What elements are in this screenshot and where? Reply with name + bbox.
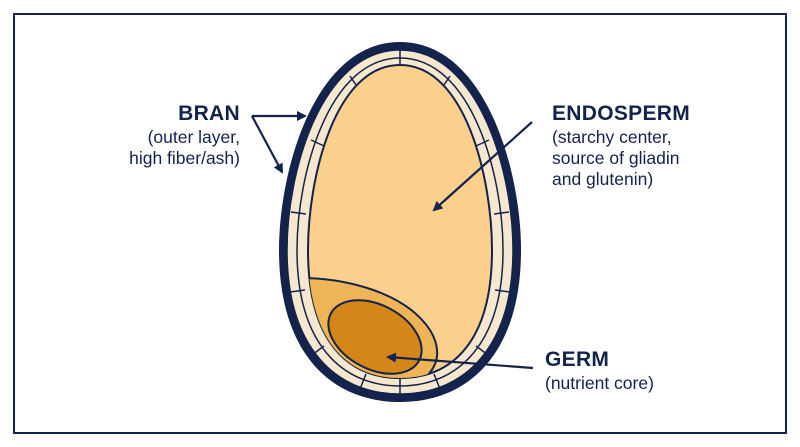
endosperm-desc-line-3: and glutenin) xyxy=(552,169,654,190)
endosperm-desc-line-1: (starchy center, xyxy=(552,126,672,147)
endosperm-arrow xyxy=(432,121,533,212)
bran-desc-line-2: high fiber/ash) xyxy=(129,147,240,168)
germ-label: GERM (nutrient core) xyxy=(545,347,745,394)
bran-arrow-lower xyxy=(251,115,283,174)
bran-label: BRAN (outer layer, high fiber/ash) xyxy=(60,101,240,169)
germ-arrow xyxy=(386,352,534,370)
endosperm-desc-line-2: source of gliadin xyxy=(552,147,680,168)
germ-desc-line-1: (nutrient core) xyxy=(545,372,654,393)
germ-title: GERM xyxy=(545,348,610,371)
pointer-arrows xyxy=(251,111,534,370)
endosperm-label: ENDOSPERM (starchy center, source of gli… xyxy=(552,101,772,191)
germ-inner xyxy=(327,299,423,375)
bran-title: BRAN xyxy=(178,102,240,125)
bran-desc-line-1: (outer layer, xyxy=(147,126,240,147)
endosperm-title: ENDOSPERM xyxy=(552,102,691,125)
bran-segment-ticks xyxy=(289,50,511,394)
